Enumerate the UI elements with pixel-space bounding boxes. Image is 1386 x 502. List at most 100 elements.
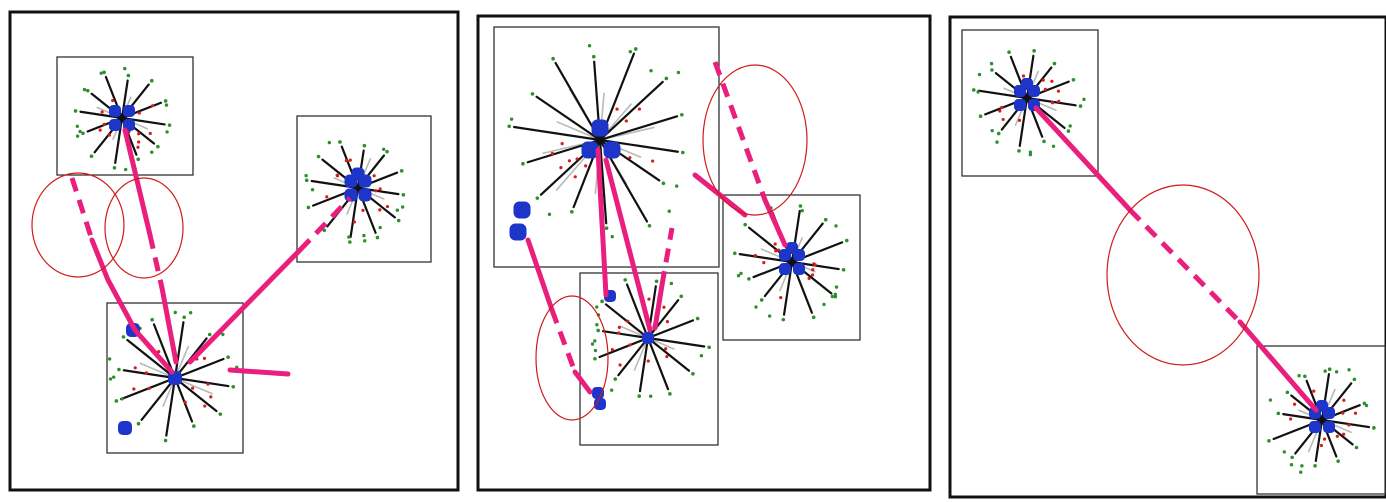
green-dot — [976, 90, 980, 94]
red-dot — [618, 363, 622, 367]
solid-link — [1033, 105, 1133, 213]
blue-node — [786, 242, 798, 254]
green-dot — [82, 87, 87, 92]
green-dot — [1289, 463, 1294, 467]
solid-link — [572, 369, 593, 395]
green-dot — [327, 140, 332, 145]
dashed-link — [712, 61, 768, 201]
green-dot — [647, 223, 652, 228]
green-dot — [781, 317, 786, 322]
green-dot — [400, 205, 405, 209]
green-dot — [163, 438, 168, 443]
green-dot — [192, 424, 196, 428]
red-dot — [144, 371, 148, 375]
green-dot — [695, 316, 700, 321]
dashed-link — [298, 196, 352, 252]
red-dot — [777, 248, 781, 252]
red-dot — [102, 122, 106, 126]
green-dot — [668, 392, 672, 396]
panel-middle — [476, 14, 932, 492]
red-dot — [203, 404, 207, 408]
green-dot — [85, 88, 90, 93]
blue-node — [594, 398, 606, 410]
black-spoke — [646, 336, 691, 372]
red-dot — [137, 140, 141, 144]
green-dot — [759, 298, 764, 302]
green-dot — [136, 421, 141, 426]
red-dot — [584, 164, 588, 168]
red-dot — [98, 128, 102, 132]
green-dot — [767, 314, 772, 318]
green-dot — [121, 335, 126, 339]
green-dot — [89, 154, 94, 159]
red-dot — [665, 354, 669, 359]
green-dot — [613, 377, 618, 381]
green-dot — [990, 68, 994, 72]
green-dot — [649, 69, 653, 73]
red-dot — [374, 189, 378, 193]
green-dot — [590, 342, 595, 346]
green-dot — [348, 240, 352, 244]
red-dot — [1322, 437, 1327, 441]
red-dot — [1335, 434, 1339, 438]
green-dot — [167, 123, 172, 127]
green-dot — [628, 50, 632, 54]
green-dot — [833, 292, 838, 296]
green-dot — [401, 193, 406, 197]
green-dot — [1303, 374, 1307, 379]
inset-box — [56, 56, 194, 176]
green-dot — [149, 78, 154, 83]
green-dot — [1334, 370, 1339, 374]
black-spoke — [173, 376, 218, 413]
red-dot — [1050, 79, 1054, 83]
green-dot — [1071, 78, 1076, 82]
green-dot — [596, 328, 600, 333]
green-dot — [375, 235, 380, 240]
green-dot — [595, 305, 599, 309]
green-dot — [507, 124, 511, 129]
green-dot — [834, 224, 838, 228]
dashed-link — [659, 227, 675, 286]
red-dot — [628, 156, 632, 160]
red-dot — [628, 343, 632, 347]
blue-node — [118, 421, 132, 435]
green-dot — [112, 375, 116, 379]
blue-node — [603, 141, 621, 159]
green-dot — [182, 315, 186, 320]
network-cluster — [73, 66, 172, 172]
black-spoke — [646, 299, 680, 340]
green-dot — [679, 294, 684, 299]
green-dot — [304, 178, 309, 183]
black-spoke — [638, 336, 650, 393]
green-dot — [691, 372, 695, 376]
red-dot — [1312, 389, 1316, 393]
black-spoke — [646, 336, 670, 391]
network-cluster — [590, 278, 711, 410]
black-spoke — [646, 336, 706, 348]
green-dot — [126, 73, 131, 78]
gap-circle — [535, 295, 609, 421]
red-dot — [812, 262, 816, 266]
green-dot — [844, 238, 849, 243]
red-dot — [111, 98, 115, 103]
solid-link — [227, 367, 291, 377]
panel-frame — [8, 10, 460, 492]
green-dot — [834, 285, 839, 289]
green-dot — [1082, 97, 1086, 102]
green-dot — [675, 184, 679, 188]
red-dot — [651, 159, 655, 163]
green-dot — [1078, 104, 1083, 108]
inset-box — [106, 302, 244, 454]
dashed-link — [1128, 208, 1242, 324]
panel-frame — [948, 15, 1386, 499]
green-dot — [165, 130, 169, 134]
green-dot — [593, 356, 597, 361]
red-dot — [550, 151, 554, 156]
green-dot — [156, 144, 160, 149]
gap-circle — [31, 172, 125, 278]
green-dot — [995, 140, 999, 144]
blue-node — [1323, 421, 1335, 433]
green-dot — [1051, 144, 1056, 148]
red-dot — [637, 107, 642, 111]
